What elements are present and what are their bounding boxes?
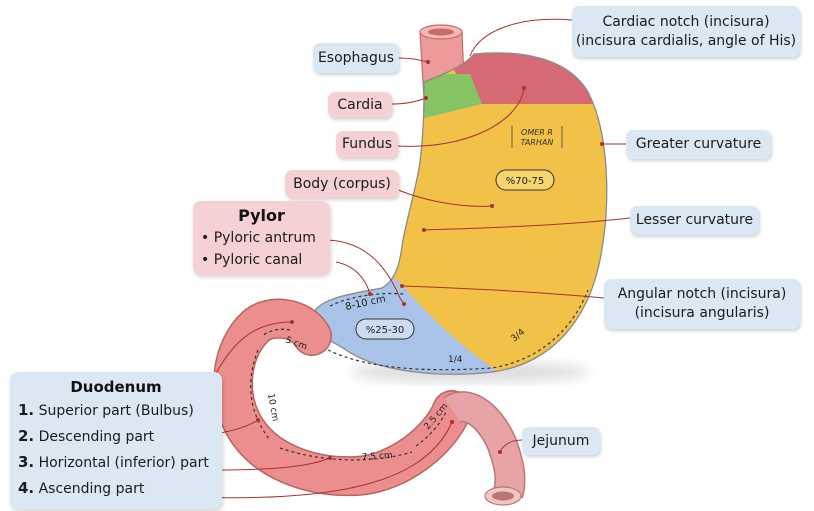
duodenum-item-num: 3. xyxy=(18,453,34,471)
descending-length-label: 10 cm xyxy=(265,393,280,422)
watermark-line-2: TARHAN xyxy=(521,138,554,147)
label-lesser-curvature: Lesser curvature xyxy=(630,206,759,235)
pylor-item-canal: • Pyloric canal xyxy=(201,249,322,271)
duodenum-item-num: 4. xyxy=(18,479,34,497)
duodenum-item-num: 1. xyxy=(18,401,34,419)
duodenum-item-ascending: 4. Ascending part xyxy=(18,476,214,502)
duodenum-item-text: Horizontal (inferior) part xyxy=(39,455,209,471)
duodenum-item-text: Ascending part xyxy=(39,481,145,497)
label-cardiac-notch-line1: Cardiac notch (incisura) xyxy=(602,13,769,32)
pylor-percent: %25-30 xyxy=(366,325,405,336)
label-body: Body (corpus) xyxy=(285,170,399,198)
watermark-line-1: OMER R xyxy=(521,128,553,137)
label-greater-curvature: Greater curvature xyxy=(626,130,771,159)
leader-pyloric-canal xyxy=(336,262,370,294)
stomach-regions xyxy=(300,40,620,380)
duodenum-box: Duodenum 1. Superior part (Bulbus) 2. De… xyxy=(10,372,222,509)
label-esophagus: Esophagus xyxy=(313,43,399,73)
label-angular-notch: Angular notch (incisura) (incisura angul… xyxy=(604,279,800,329)
duodenum-item-text: Descending part xyxy=(39,429,155,445)
pylor-item-antrum: • Pyloric antrum xyxy=(201,227,322,249)
label-angular-notch-line1: Angular notch (incisura) xyxy=(618,285,787,304)
jejunum-shape xyxy=(452,407,521,505)
label-jejunum: Jejunum xyxy=(522,427,600,455)
label-cardiac-notch-line2: (incisura cardialis, angle of His) xyxy=(576,32,796,51)
fraction-quarter-label: 1/4 xyxy=(448,355,463,365)
duodenum-title: Duodenum xyxy=(18,376,214,398)
label-angular-notch-line2: (incisura angularis) xyxy=(635,304,770,323)
body-percent: %70-75 xyxy=(506,176,545,187)
pylor-box: Pylor • Pyloric antrum • Pyloric canal xyxy=(193,201,330,275)
duodenum-item-superior: 1. Superior part (Bulbus) xyxy=(18,398,214,424)
label-fundus: Fundus xyxy=(336,131,398,158)
pylor-title: Pylor xyxy=(201,205,322,227)
label-cardia: Cardia xyxy=(328,92,392,118)
label-cardiac-notch: Cardiac notch (incisura) (incisura cardi… xyxy=(572,6,800,57)
duodenum-item-horizontal: 3. Horizontal (inferior) part xyxy=(18,450,214,476)
duodenum-item-num: 2. xyxy=(18,427,34,445)
leader-cardiac-notch xyxy=(470,19,572,56)
leader-cardia xyxy=(392,98,426,104)
duodenum-item-text: Superior part (Bulbus) xyxy=(39,403,194,419)
duodenum-item-descending: 2. Descending part xyxy=(18,424,214,450)
